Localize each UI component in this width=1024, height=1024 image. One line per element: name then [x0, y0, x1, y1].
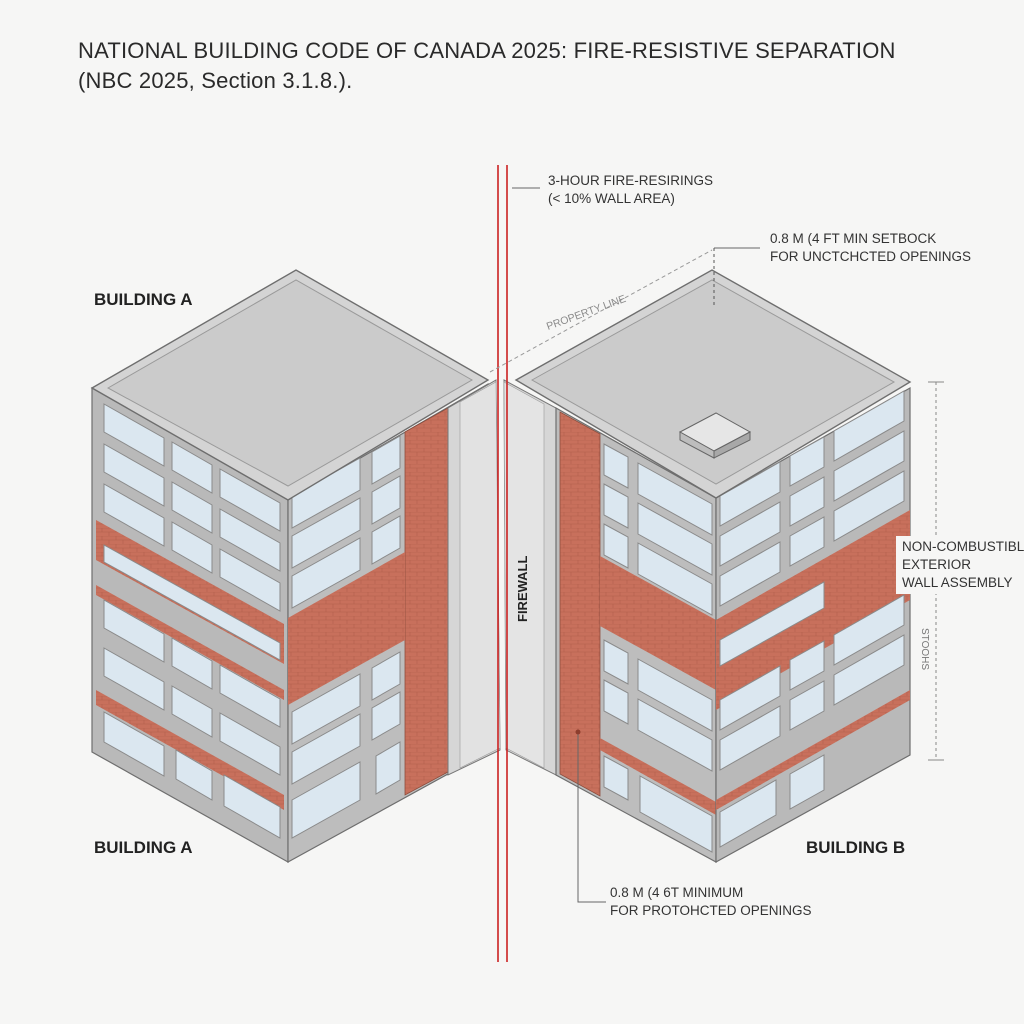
building-b-roof-parapet	[530, 279, 896, 485]
dimension-side-label: STOOHS	[919, 628, 930, 670]
firewall-wall	[447, 379, 557, 776]
noncomb-line-2: EXTERIOR	[902, 557, 972, 572]
setback-bottom-callout: 0.8 M (4 6T MINIMUM FOR PROTOHCTED OPENI…	[610, 884, 812, 920]
setback-bottom-leader	[577, 732, 606, 903]
building-a-brick-panel	[404, 407, 449, 796]
setback-top-line-2: FOR UNCTCHCTED OPENINGS	[770, 249, 972, 264]
setback-bottom-line-2: FOR PROTOHCTED OPENINGS	[610, 903, 812, 918]
building-a-brick-band	[96, 585, 284, 700]
building-a-windows-right	[291, 435, 401, 839]
building-b-brick-band	[716, 690, 910, 810]
building-b	[514, 269, 912, 864]
fire-rating-callout: 3-HOUR FIRE-RESIRINGS (< 10% WALL AREA)	[548, 172, 713, 208]
leader-dot	[575, 729, 581, 735]
rooftop-unit	[678, 412, 752, 459]
property-line-marker	[497, 165, 508, 962]
building-b-brick-panel	[559, 411, 601, 797]
fire-rating-line-2: (< 10% WALL AREA)	[548, 191, 675, 206]
building-a-windows-left	[103, 403, 281, 839]
building-a-label: BUILDING A	[94, 290, 193, 309]
setback-top-callout: 0.8 M (4 FT MIN SETBOCK FOR UNCTCHCTED O…	[770, 230, 971, 266]
building-a-brick-band	[96, 690, 284, 810]
building-b-label: BUILDING B	[806, 838, 906, 857]
building-b-brick-band	[600, 556, 716, 690]
page-title: NATIONAL BUILDING CODE OF CANADA 2025: F…	[78, 36, 896, 96]
setback-top-line-1: 0.8 M (4 FT MIN SETBOCK	[770, 231, 937, 246]
property-line-dashed	[489, 249, 713, 373]
noncomb-line-1: NON-COMBUSTIBL	[902, 539, 1024, 554]
title-line-2: (NBC 2025, Section 3.1.8.).	[78, 68, 353, 93]
title-line-1: NATIONAL BUILDING CODE OF CANADA 2025: F…	[78, 38, 896, 63]
building-b-windows-left	[603, 443, 713, 853]
building-a-bottom-label: BUILDING A	[94, 838, 193, 857]
building-a-roof-parapet	[106, 279, 474, 487]
fire-rating-line-1: 3-HOUR FIRE-RESIRINGS	[548, 173, 714, 188]
building-a-brick-band	[288, 552, 405, 705]
firewall-label: FIREWALL	[515, 556, 530, 622]
building-a	[90, 269, 490, 864]
noncombustible-callout: NON-COMBUSTIBL EXTERIOR WALL ASSEMBLY	[896, 536, 1024, 594]
setback-bottom-line-1: 0.8 M (4 6T MINIMUM	[610, 885, 744, 900]
noncomb-line-3: WALL ASSEMBLY	[902, 575, 1013, 590]
building-b-brick-band	[600, 738, 716, 815]
building-b-windows-right	[719, 390, 905, 848]
